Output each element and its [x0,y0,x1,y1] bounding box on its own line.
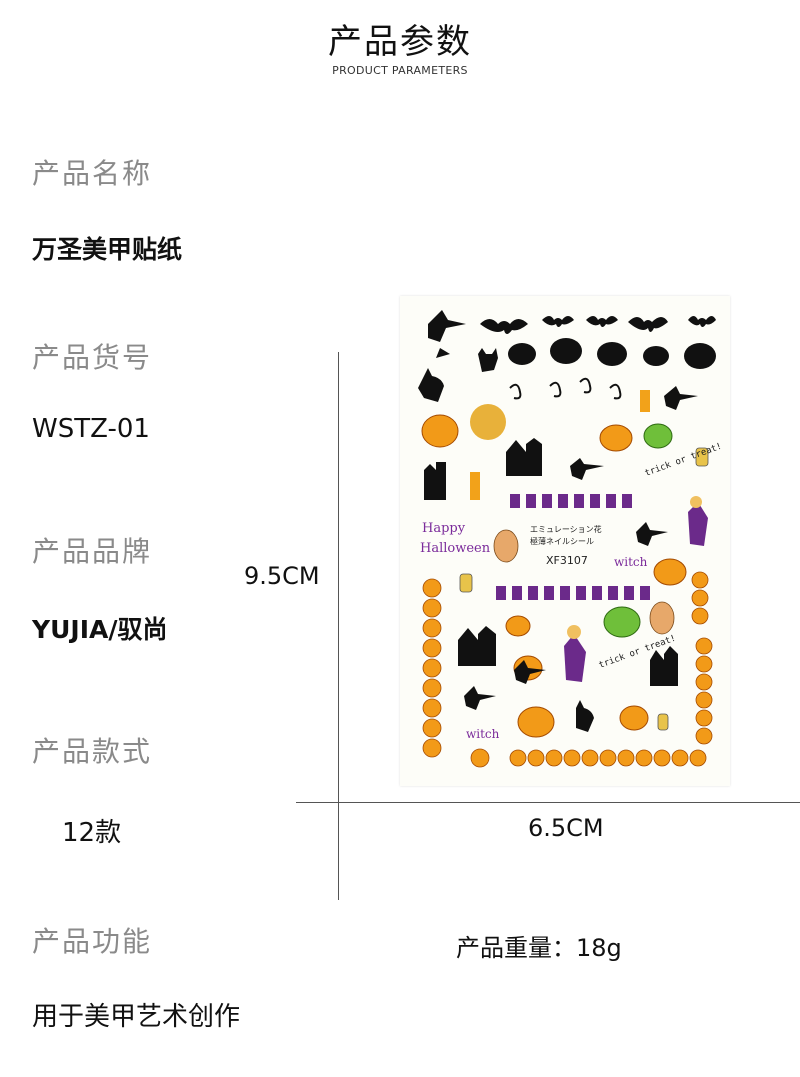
param-label-brand: 产品品牌 [32,535,153,568]
swirl-decoration-icon [509,377,622,400]
bat-icon [480,316,716,334]
page-subtitle: PRODUCT PARAMETERS [332,64,468,77]
fairy-witch-icon [564,496,708,682]
sticker-model-number: XF3107 [546,554,588,567]
sticker-sheet-image: Happy Halloween エミュレーション花 極薄ネイルシール XF310… [400,296,730,786]
sticker-sheet-artwork: Happy Halloween エミュレーション花 極薄ネイルシール XF310… [418,310,723,768]
param-label-name: 产品名称 [32,157,153,190]
owl-icon [493,529,675,635]
pumpkin-border-icon [422,571,713,768]
param-value-name: 万圣美甲贴纸 [32,235,183,264]
haunted-house-icon [424,438,678,686]
witch-silhouette-icon [428,310,466,358]
black-cat-icon [418,348,594,732]
height-dimension-label: 9.5CM [244,562,320,590]
candle-icon [470,390,650,500]
page-title: 产品参数 [328,22,472,62]
orange-pumpkin-icon [421,404,687,738]
sticker-witch-text: witch [614,555,648,569]
sticker-witch-text-2: witch [466,727,500,741]
lantern-icon [459,447,709,731]
sticker-japanese-line-2: 極薄ネイルシール [530,536,594,546]
param-label-sku: 产品货号 [32,341,153,374]
param-label-style: 产品款式 [32,735,153,768]
sticker-halloween-text: Halloween [420,541,491,556]
width-dimension-line [296,802,800,803]
param-value-style: 12款 [62,818,122,848]
black-pumpkin-icon [508,338,716,369]
param-label-function: 产品功能 [32,925,153,958]
height-dimension-line [338,352,339,900]
product-weight: 产品重量：18g [456,934,622,962]
gravestone-row-icon [496,494,650,600]
sticker-japanese-line-1: エミュレーション花 [530,524,602,534]
flying-witch-icon [464,386,698,710]
sticker-happy-text: Happy [422,521,466,536]
width-dimension-label: 6.5CM [528,814,604,842]
param-value-brand: YUJIA/驭尚 [32,615,168,644]
param-value-function: 用于美甲艺术创作 [32,1002,241,1032]
param-value-sku: WSTZ-01 [32,414,150,444]
